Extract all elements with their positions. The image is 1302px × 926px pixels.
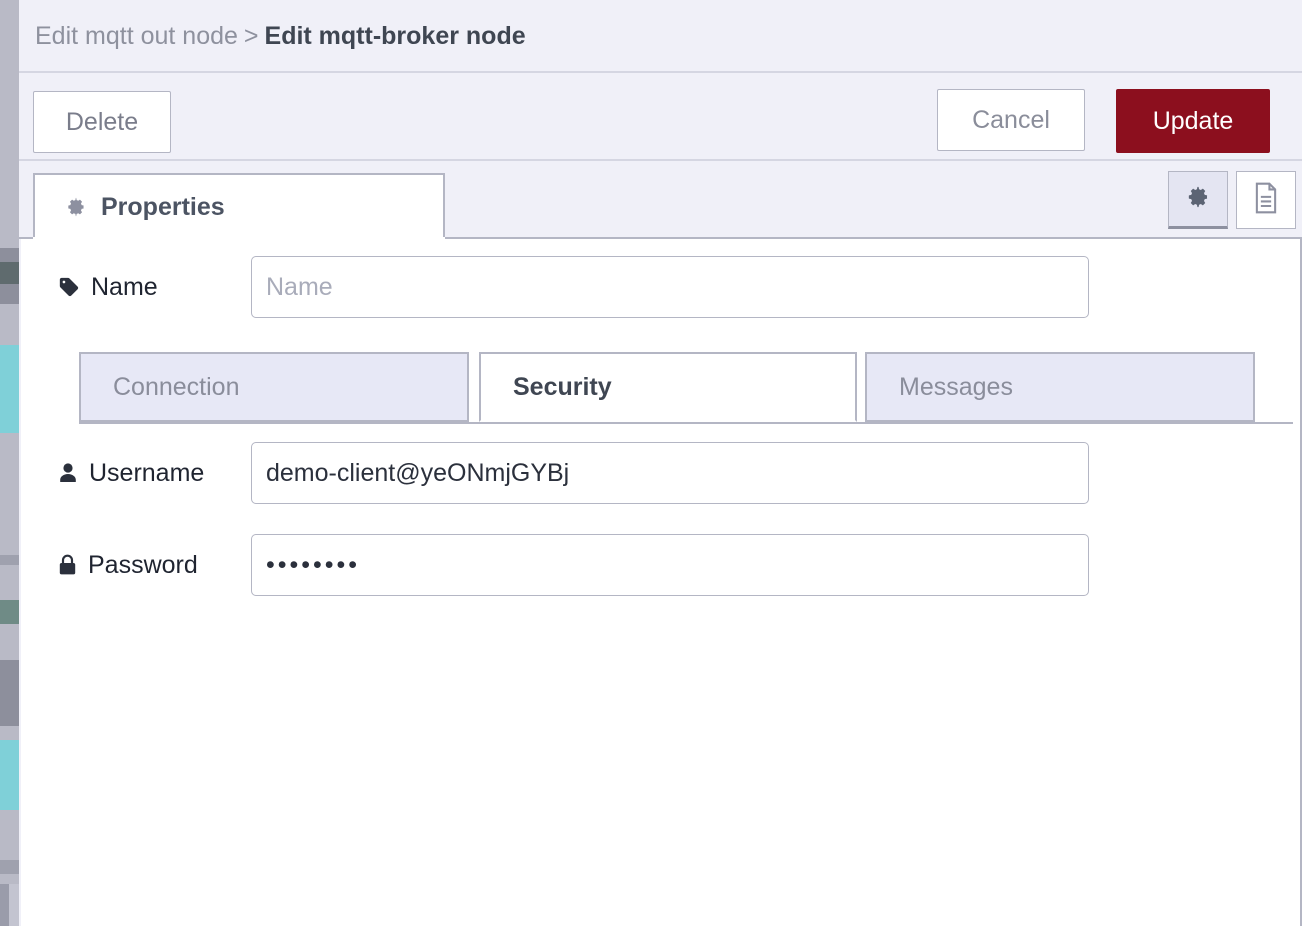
palette-swatch <box>0 600 19 624</box>
password-input[interactable] <box>251 534 1089 596</box>
breadcrumb-parent[interactable]: Edit mqtt out node <box>35 22 238 50</box>
description-icon-button[interactable] <box>1236 171 1296 229</box>
username-input[interactable] <box>251 442 1089 504</box>
palette-swatch <box>0 660 19 726</box>
cancel-button[interactable]: Cancel <box>937 89 1085 151</box>
password-label-text: Password <box>88 550 198 579</box>
breadcrumb-current: Edit mqtt-broker node <box>264 22 526 50</box>
gear-icon <box>1185 184 1211 215</box>
user-icon <box>58 462 78 484</box>
delete-button[interactable]: Delete <box>33 91 171 153</box>
name-label-text: Name <box>91 272 158 301</box>
palette-swatch <box>0 860 19 874</box>
subtab-connection[interactable]: Connection <box>79 352 469 422</box>
settings-icon-button[interactable] <box>1168 171 1228 229</box>
dialog-toolbar: Delete Cancel Update <box>19 75 1302 161</box>
tag-icon <box>58 276 80 298</box>
tabstrip-divider <box>19 237 1302 239</box>
subtabs-divider <box>79 422 1293 424</box>
lock-icon <box>58 554 77 576</box>
palette-scrollbar-track[interactable] <box>0 884 9 926</box>
update-button[interactable]: Update <box>1116 89 1270 153</box>
description-icon <box>1252 182 1280 219</box>
name-label: Name <box>21 273 251 302</box>
form-row-username: Username <box>21 442 1089 504</box>
tab-properties-label: Properties <box>101 192 225 221</box>
palette-swatch <box>0 740 19 810</box>
password-label: Password <box>21 551 251 580</box>
palette-swatch <box>0 555 19 565</box>
subtab-security[interactable]: Security <box>479 352 857 422</box>
breadcrumb-separator: > <box>243 22 259 50</box>
palette-swatch <box>0 262 19 284</box>
security-subtabs: Connection Security Messages <box>79 352 1293 424</box>
dialog-tabstrip: Properties <box>19 161 1302 239</box>
username-label: Username <box>21 459 251 488</box>
palette-scrollbar-thumb[interactable] <box>9 884 19 926</box>
form-row-name: Name <box>21 256 1089 318</box>
properties-panel: Name Connection Security Messages Userna… <box>21 239 1302 926</box>
subtab-messages[interactable]: Messages <box>865 352 1255 422</box>
tab-properties-underlay <box>33 237 445 239</box>
breadcrumb: Edit mqtt out node>Edit mqtt-broker node <box>35 20 526 52</box>
editor-palette-background <box>0 0 19 926</box>
palette-swatch <box>0 345 19 433</box>
username-label-text: Username <box>89 458 205 487</box>
gear-icon <box>65 196 87 218</box>
tab-properties[interactable]: Properties <box>33 173 445 239</box>
dialog-header: Edit mqtt out node>Edit mqtt-broker node <box>19 0 1302 73</box>
name-input[interactable] <box>251 256 1089 318</box>
edit-node-dialog: Edit mqtt out node>Edit mqtt-broker node… <box>19 0 1302 926</box>
form-row-password: Password <box>21 534 1089 596</box>
